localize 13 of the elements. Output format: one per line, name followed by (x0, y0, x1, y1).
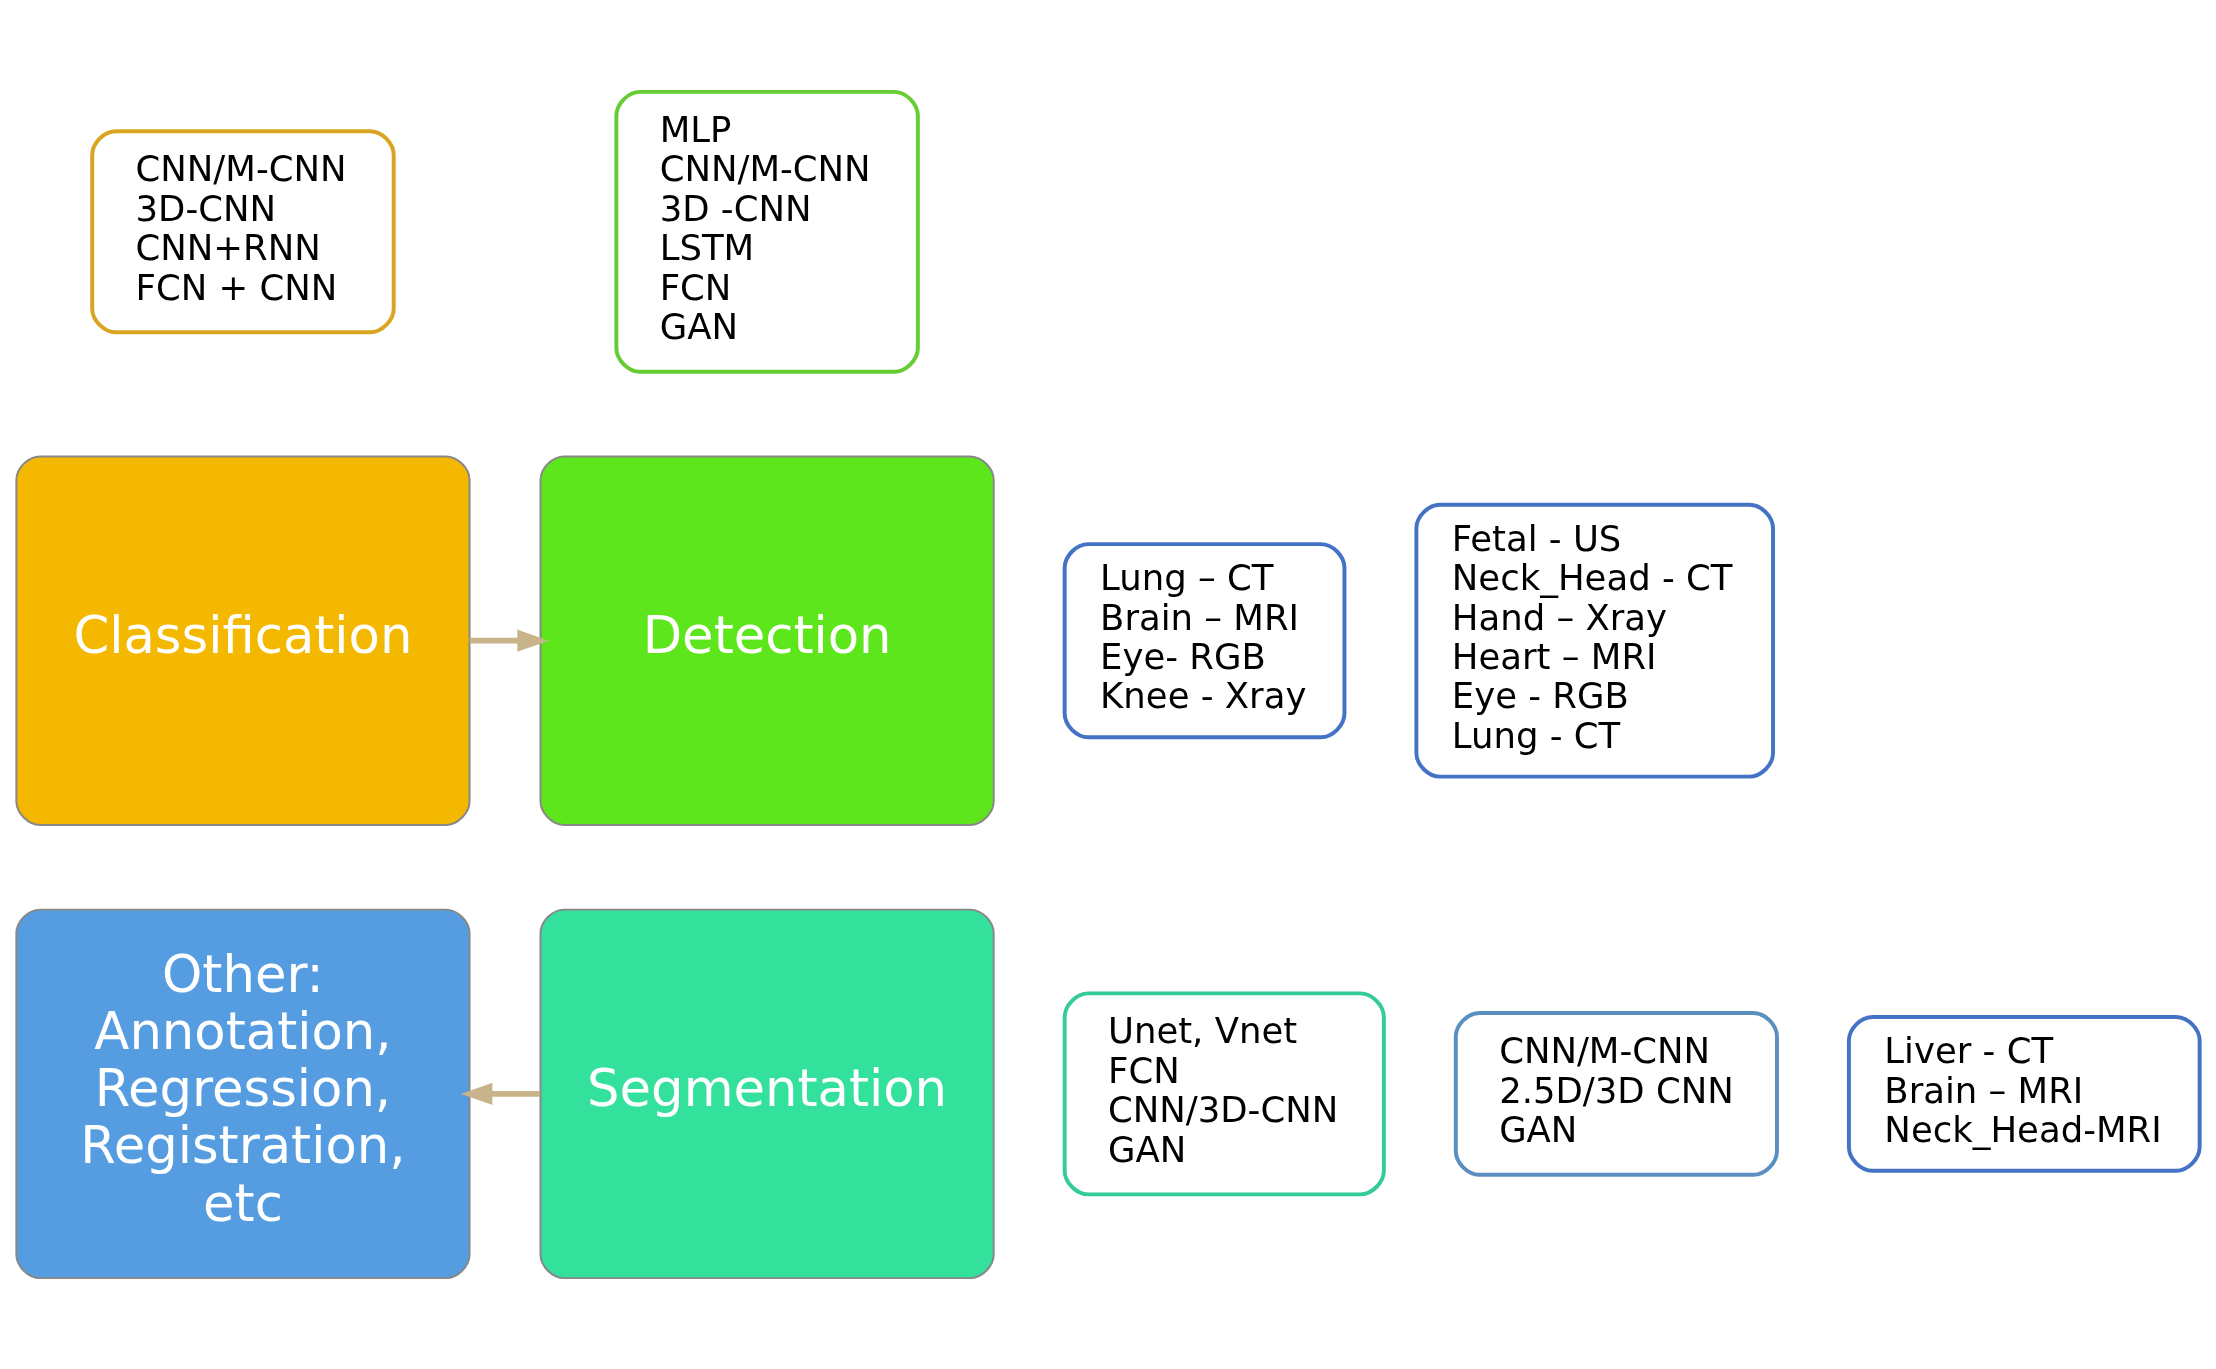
node-box: Classification (15, 454, 471, 826)
node-box: Fetal - US Neck_Head - CT Hand – Xray Heart – MRI Eye - RGB Lung - CT (1414, 502, 1775, 779)
node-box: CNN/M-CNN 3D-CNN CNN+RNN FCN + CNN (90, 128, 396, 334)
arrow (460, 1082, 540, 1105)
node-box: Segmentation (539, 908, 995, 1279)
node-box: Other: Annotation, Regression, Registration, etc (15, 908, 471, 1279)
node-box: Liver - CT Brain – MRI Neck_Head-MRI (1846, 1014, 2202, 1173)
node-box: Detection (539, 454, 995, 826)
node-box: CNN/M-CNN 2.5D/3D CNN GAN (1453, 1010, 1779, 1177)
node-box: Lung – CT Brain – MRI Eye- RGB Knee - Xray (1062, 541, 1347, 739)
node-box: MLP CNN/M-CNN 3D -CNN LSTM FCN GAN (614, 89, 920, 374)
node-box: Unet, Vnet FCN CNN/3D-CNN GAN (1062, 990, 1386, 1196)
arrow (469, 629, 549, 652)
